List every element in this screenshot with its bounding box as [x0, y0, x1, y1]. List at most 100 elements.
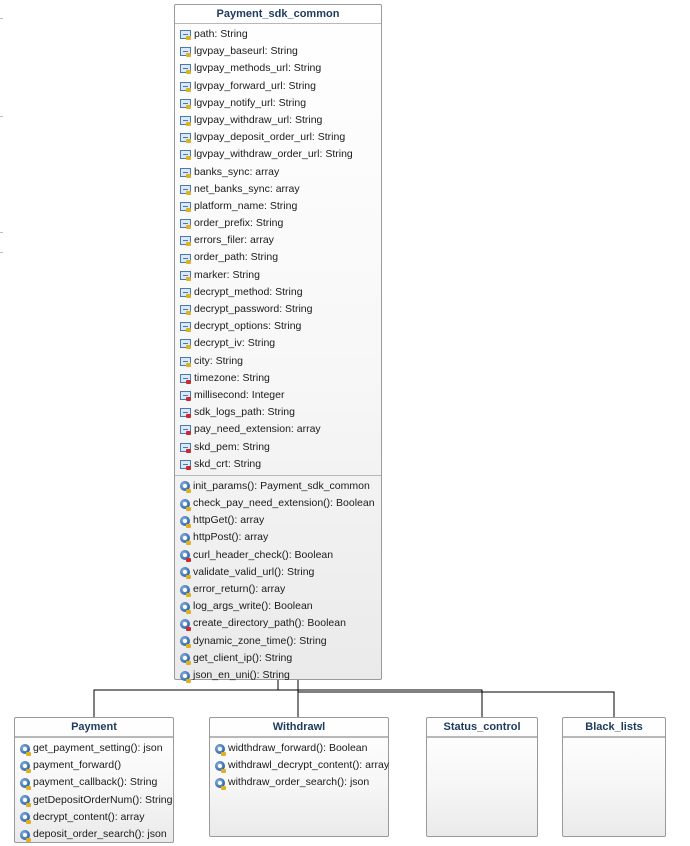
operation-text: deposit_order_search(): json	[33, 827, 167, 840]
attribute-icon	[180, 373, 191, 384]
attribute-row[interactable]: decrypt_password: String	[175, 301, 381, 318]
attribute-row[interactable]: decrypt_iv: String	[175, 335, 381, 352]
attribute-row[interactable]: banks_sync: array	[175, 164, 381, 181]
attributes-section	[210, 737, 388, 738]
operation-row[interactable]: get_payment_setting(): json	[15, 740, 173, 757]
attribute-icon	[180, 167, 191, 178]
public-visibility-icon	[186, 311, 191, 316]
operation-row[interactable]: error_return(): array	[175, 581, 381, 598]
attribute-text: lgvpay_notify_url: String	[194, 96, 307, 109]
public-visibility-icon	[186, 156, 191, 161]
attribute-text: decrypt_options: String	[194, 320, 302, 333]
attribute-icon	[180, 270, 191, 281]
operation-row[interactable]: log_args_write(): Boolean	[175, 598, 381, 615]
attribute-icon	[180, 116, 191, 127]
operation-gear-icon	[180, 481, 191, 494]
attribute-text: order_path: String	[194, 251, 279, 264]
public-visibility-icon	[186, 541, 191, 546]
attribute-row[interactable]: marker: String	[175, 267, 381, 284]
public-visibility-icon	[186, 609, 191, 614]
operation-row[interactable]: payment_forward()	[15, 757, 173, 774]
operation-row[interactable]: payment_callback(): String	[15, 774, 173, 791]
operation-text: validate_valid_url(): String	[193, 565, 315, 578]
attribute-row[interactable]: decrypt_options: String	[175, 318, 381, 335]
attribute-text: millisecond: Integer	[194, 388, 285, 401]
operation-text: create_directory_path(): Boolean	[193, 617, 346, 630]
public-visibility-icon	[221, 768, 226, 773]
operation-row[interactable]: decrypt_content(): array	[15, 809, 173, 826]
operation-row[interactable]: widthdraw_forward(): Boolean	[210, 740, 388, 757]
attribute-row[interactable]: lgvpay_deposit_order_url: String	[175, 129, 381, 146]
operation-row[interactable]: deposit_order_search(): json	[15, 826, 173, 843]
attribute-row[interactable]: net_banks_sync: array	[175, 181, 381, 198]
attribute-row[interactable]: lgvpay_withdraw_order_url: String	[175, 146, 381, 163]
attribute-row[interactable]: lgvpay_baseurl: String	[175, 43, 381, 60]
operation-row[interactable]: validate_valid_url(): String	[175, 564, 381, 581]
attribute-icon	[180, 219, 191, 230]
attribute-text: decrypt_method: String	[194, 285, 303, 298]
attribute-row[interactable]: sdk_logs_path: String	[175, 404, 381, 421]
operation-row[interactable]: check_pay_need_extension(): Boolean	[175, 495, 381, 512]
public-visibility-icon	[26, 820, 31, 825]
operation-row[interactable]: json_en_uni(): String	[175, 667, 381, 684]
operation-text: getDepositOrderNum(): String	[33, 793, 173, 806]
public-visibility-icon	[26, 768, 31, 773]
operation-row[interactable]: dynamic_zone_time(): String	[175, 633, 381, 650]
operation-row[interactable]: init_params(): Payment_sdk_common	[175, 478, 381, 495]
operation-text: dynamic_zone_time(): String	[193, 634, 327, 647]
attribute-row[interactable]: city: String	[175, 353, 381, 370]
operation-row[interactable]: withdrawl_decrypt_content(): array	[210, 757, 389, 774]
attribute-row[interactable]: lgvpay_withdraw_url: String	[175, 112, 381, 129]
attribute-row[interactable]: pay_need_extension: array	[175, 421, 381, 438]
public-visibility-icon	[26, 837, 31, 842]
attribute-row[interactable]: millisecond: Integer	[175, 387, 381, 404]
operation-row[interactable]: curl_header_check(): Boolean	[175, 547, 381, 564]
attribute-row[interactable]: timezone: String	[175, 370, 381, 387]
class-status-control[interactable]: Status_control	[426, 717, 538, 837]
attribute-row[interactable]: lgvpay_methods_url: String	[175, 60, 381, 77]
attribute-row[interactable]: lgvpay_forward_url: String	[175, 78, 381, 95]
attribute-row[interactable]: path: String	[175, 26, 381, 43]
private-visibility-icon	[186, 431, 191, 436]
attribute-icon	[180, 408, 191, 419]
operation-gear-icon	[215, 777, 226, 790]
attribute-row[interactable]: skd_pem: String	[175, 439, 381, 456]
attribute-row[interactable]: platform_name: String	[175, 198, 381, 215]
attribute-row[interactable]: decrypt_method: String	[175, 284, 381, 301]
operation-row[interactable]: getDepositOrderNum(): String	[15, 792, 173, 809]
attribute-row[interactable]: errors_filer: array	[175, 232, 381, 249]
public-visibility-icon	[186, 207, 191, 212]
operation-gear-icon	[180, 636, 191, 649]
class-black-lists[interactable]: Black_lists	[562, 717, 666, 837]
class-name: Status_control	[427, 718, 537, 737]
attribute-text: errors_filer: array	[194, 234, 274, 247]
private-visibility-icon	[186, 626, 191, 631]
operation-row[interactable]: get_client_ip(): String	[175, 650, 381, 667]
operation-row[interactable]: httpGet(): array	[175, 512, 381, 529]
edge-mark	[0, 18, 3, 19]
attribute-row[interactable]: lgvpay_notify_url: String	[175, 95, 381, 112]
connector-withdrawl	[297, 691, 615, 717]
attribute-row[interactable]: skd_crt: String	[175, 456, 381, 473]
public-visibility-icon	[186, 53, 191, 58]
attribute-text: banks_sync: array	[194, 165, 280, 178]
operations-section	[563, 738, 665, 742]
attribute-text: decrypt_password: String	[194, 303, 313, 315]
attribute-row[interactable]: order_prefix: String	[175, 215, 381, 232]
operation-text: httpPost(): array	[193, 531, 269, 544]
attribute-icon	[180, 253, 191, 264]
private-visibility-icon	[186, 448, 191, 453]
public-visibility-icon	[221, 785, 226, 790]
operation-row[interactable]: withdraw_order_search(): json	[210, 774, 388, 791]
attribute-row[interactable]: order_path: String	[175, 249, 381, 266]
operation-text: payment_callback(): String	[33, 776, 158, 789]
operation-row[interactable]: httpPost(): array	[175, 529, 381, 546]
operation-row[interactable]: create_directory_path(): Boolean	[175, 615, 381, 632]
class-name: Withdrawl	[210, 718, 388, 737]
operation-gear-icon	[20, 829, 31, 842]
attribute-icon	[180, 425, 191, 436]
attributes-section	[563, 737, 665, 738]
